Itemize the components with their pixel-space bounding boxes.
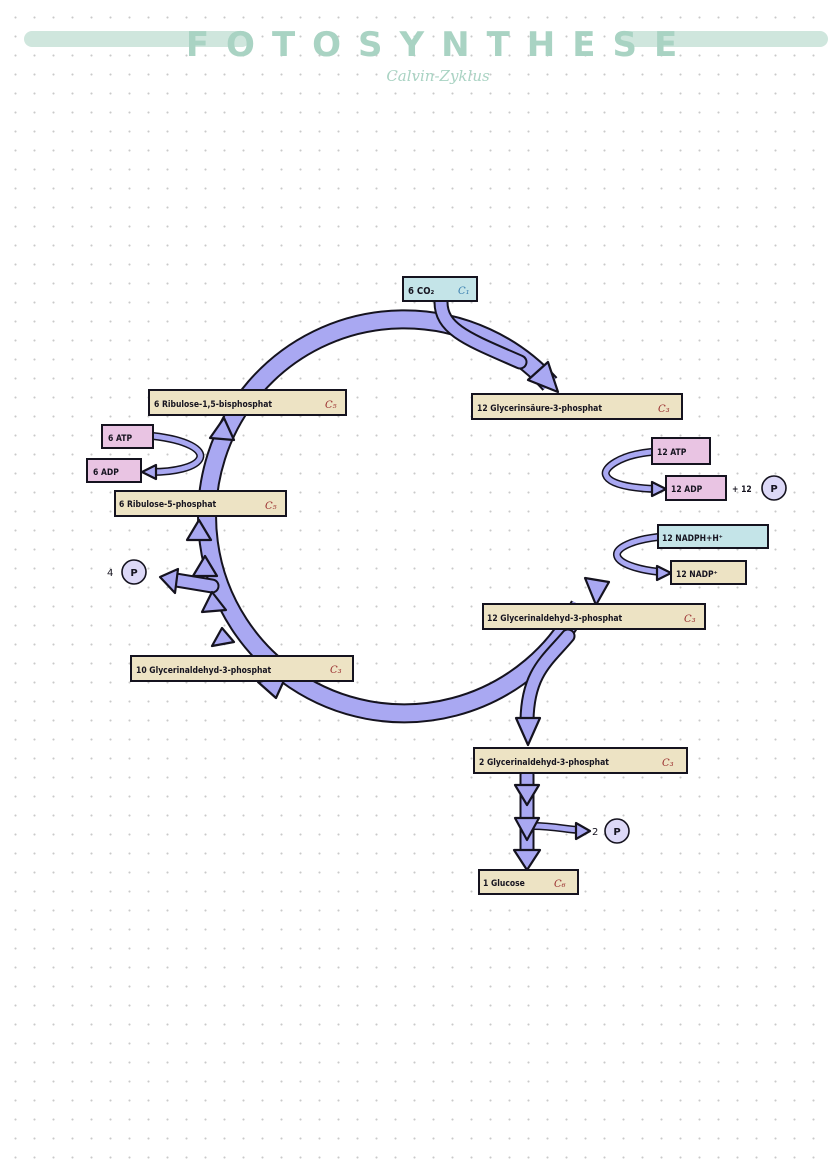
- co2-feed-arrow: [435, 296, 526, 368]
- node-rubp: 6 Ribulose-1,5-bisphosphat C₅: [148, 389, 347, 416]
- gald2-cnum: C₃: [662, 758, 674, 769]
- arrowhead-rubp: [208, 416, 236, 442]
- gs3p-label: 12 Glycerinsäure-3-phosphat: [477, 404, 602, 414]
- gald12-label: 12 Glycerinaldehyd-3-phosphat: [487, 614, 623, 624]
- gs3p-box: [471, 393, 683, 420]
- gald2-label: 2 Glycerinaldehyd-3-phosphat: [479, 758, 609, 768]
- arrowhead-glucose: [512, 848, 542, 872]
- ru5p-label: 6 Ribulose-5-phosphat: [119, 500, 217, 510]
- arrowhead-up-3: [191, 554, 219, 578]
- atp-adp-left-arrow: [149, 433, 203, 475]
- co2-label: 6 CO₂: [408, 286, 434, 297]
- header: FOTOSYNTHESE Calvin-Zyklus: [24, 25, 828, 85]
- node-gald10: 10 Glycerinaldehyd-3-phosphat C₃: [130, 655, 354, 682]
- phosphate-circle-bottom: [604, 818, 630, 844]
- rubp-cnum: C₅: [325, 400, 337, 411]
- gs3p-cnum: C₃: [658, 404, 670, 415]
- gald2-box: [473, 747, 688, 774]
- arrowhead-up-2: [200, 590, 228, 614]
- phosphate-symbol-bottom: P: [613, 827, 620, 838]
- node-atp6: 6 ATP: [101, 424, 154, 449]
- node-nadph: 12 NADPH+H⁺: [657, 524, 769, 549]
- cycle-arrows: [140, 294, 673, 872]
- co2-cnum: C₁: [458, 286, 470, 297]
- page-subtitle: Calvin-Zyklus: [386, 67, 490, 85]
- atp-adp-right-arrow: [603, 449, 658, 492]
- atp6-label: 6 ATP: [108, 434, 132, 444]
- node-atp12: 12 ATP: [651, 437, 711, 465]
- arrowhead-pi2: [574, 821, 592, 841]
- cycle-ring-fill: [199, 311, 588, 722]
- phosphate-symbol-left: P: [130, 568, 137, 579]
- node-adp6: 6 ADP: [86, 458, 142, 483]
- gald12-cnum: C₃: [684, 614, 696, 625]
- node-adp12: 12 ADP + 12 P: [665, 475, 787, 501]
- phosphate-symbol-right: P: [770, 484, 777, 495]
- header-bar-right: [618, 31, 828, 47]
- arrowhead-gald2: [514, 716, 542, 747]
- phosphate-circle-right: [761, 475, 787, 501]
- nadp-label: 12 NADP⁺: [676, 570, 718, 580]
- gald12-box: [482, 603, 706, 630]
- nadph-box: [657, 524, 769, 549]
- node-pi2: 2 P: [592, 818, 630, 844]
- nadph-arrow: [614, 534, 663, 575]
- nadp-box: [670, 560, 747, 585]
- node-gs3p: 12 Glycerinsäure-3-phosphat C₃: [471, 393, 683, 420]
- arrowhead-adp-left: [140, 463, 158, 481]
- arrowhead-nadp: [655, 564, 673, 582]
- adp12-label: 12 ADP: [671, 485, 703, 495]
- nadph-label: 12 NADPH+H⁺: [662, 534, 723, 544]
- arrowhead-ru5p: [185, 518, 213, 542]
- node-pi4: 4 P: [107, 559, 147, 585]
- ru5p-cnum: C₅: [265, 501, 277, 512]
- glucose-box: [478, 869, 579, 895]
- gald10-box: [130, 655, 354, 682]
- atp12-box: [651, 437, 711, 465]
- node-co2: 6 CO₂ C₁: [402, 276, 478, 302]
- page-title: FOTOSYNTHESE: [186, 25, 694, 65]
- node-ru5p: 6 Ribulose-5-phosphat C₅: [114, 490, 287, 517]
- atp12-label: 12 ATP: [657, 448, 687, 458]
- arrowhead-mid1: [513, 783, 541, 807]
- arrowhead-gs3p: [526, 360, 560, 394]
- co2-box: [402, 276, 478, 302]
- node-gald12: 12 Glycerinaldehyd-3-phosphat C₃: [482, 603, 706, 630]
- rubp-box: [148, 389, 347, 416]
- phosphate-circle-left: [121, 559, 147, 585]
- gald10-label: 10 Glycerinaldehyd-3-phosphat: [136, 666, 272, 676]
- gald10-cnum: C₃: [330, 665, 342, 676]
- node-nadp: 12 NADP⁺: [670, 560, 747, 585]
- ru5p-box: [114, 490, 287, 517]
- pi2-count: 2: [592, 827, 598, 838]
- adp12-extra: + 12: [732, 485, 752, 495]
- export-branch-arrow: [521, 630, 574, 726]
- node-glucose: 1 Glucose C₆: [478, 869, 579, 895]
- arrowhead-pi4: [158, 567, 180, 595]
- cycle-ring: [197, 309, 589, 724]
- atp6-box: [101, 424, 154, 449]
- glucose-cnum: C₆: [554, 879, 566, 890]
- arrowhead-mid2: [513, 816, 541, 842]
- adp6-box: [86, 458, 142, 483]
- adp6-label: 6 ADP: [93, 468, 119, 478]
- arrowhead-adp-right: [650, 480, 668, 498]
- rubp-label: 6 Ribulose-1,5-bisphosphat: [154, 400, 272, 410]
- arrowhead-up-1: [210, 626, 236, 648]
- node-gald2: 2 Glycerinaldehyd-3-phosphat C₃: [473, 747, 688, 774]
- arrowhead-gald12: [583, 576, 611, 607]
- header-bar-left: [24, 31, 250, 47]
- adp12-box: [665, 475, 727, 501]
- pi4-arrow: [170, 574, 218, 592]
- pi4-count: 4: [107, 568, 113, 579]
- glucose-label: 1 Glucose: [483, 879, 525, 889]
